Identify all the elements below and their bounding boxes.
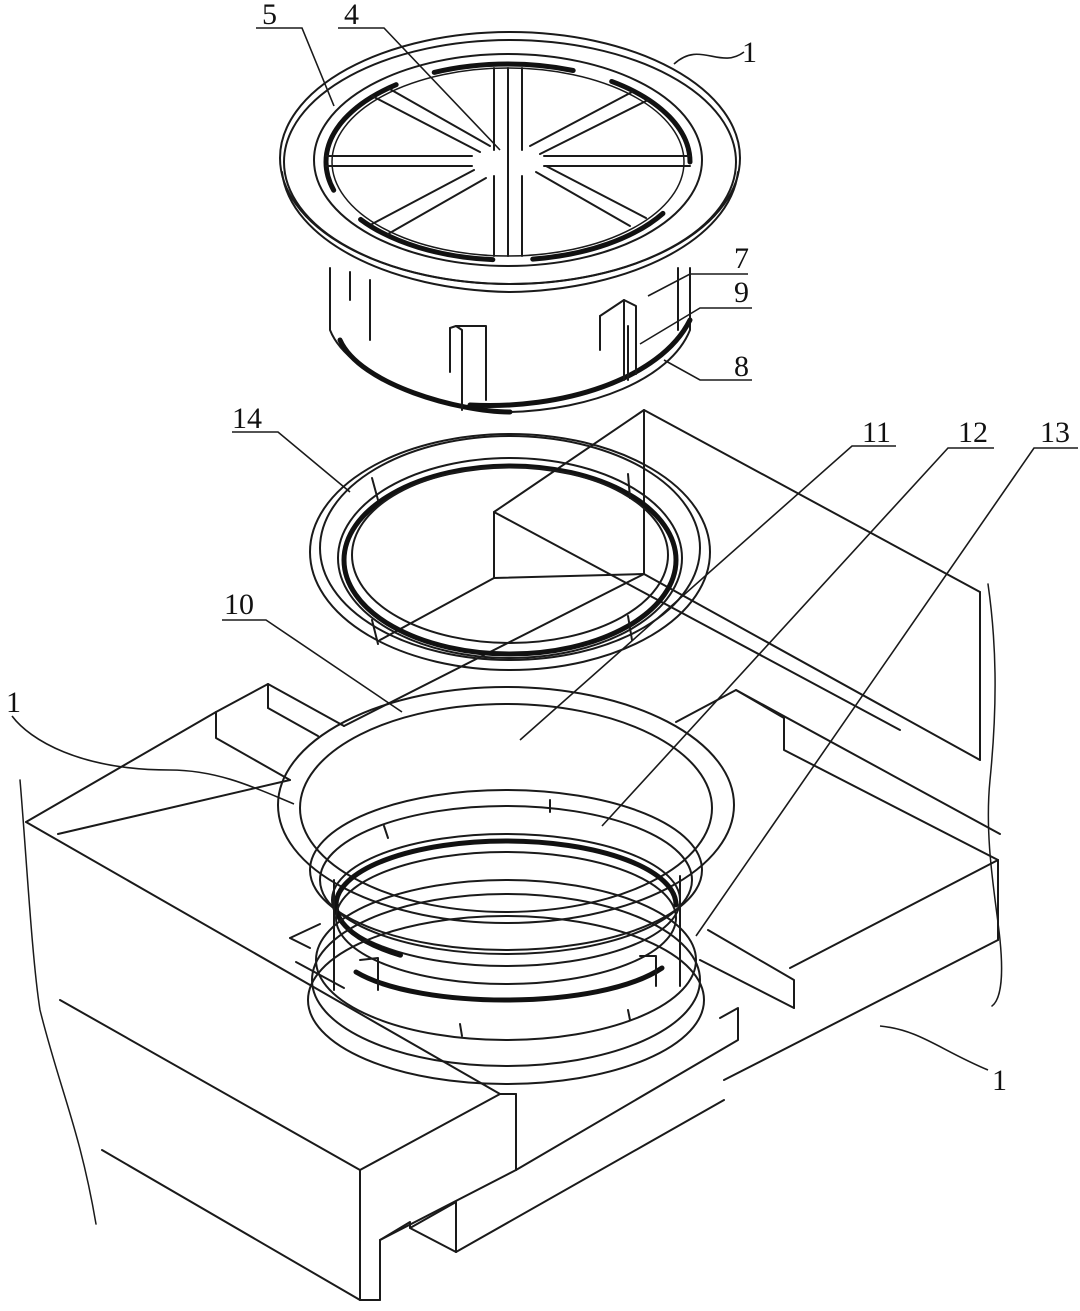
socket-rings bbox=[277, 686, 735, 1085]
label-9: 9 bbox=[734, 276, 749, 309]
label-1-cover: 1 bbox=[742, 36, 757, 69]
label-4-spokes: 4 bbox=[344, 0, 359, 31]
label-7: 7 bbox=[734, 242, 749, 275]
label-5-flange: 5 bbox=[262, 0, 277, 31]
label-13: 13 bbox=[1040, 416, 1070, 449]
plug-cover bbox=[279, 31, 741, 415]
sealing-ring bbox=[309, 433, 711, 671]
label-8: 8 bbox=[734, 350, 749, 383]
label-12: 12 bbox=[958, 416, 988, 449]
label-1-left: 1 bbox=[6, 686, 21, 719]
label-10: 10 bbox=[224, 588, 254, 621]
label-11: 11 bbox=[862, 416, 891, 449]
label-14-sealing-ring: 14 bbox=[232, 402, 262, 435]
label-1-base: 1 bbox=[992, 1064, 1007, 1097]
leader-lines bbox=[11, 27, 1078, 1071]
base-block bbox=[19, 409, 1003, 1301]
callout-labels: 1 5 4 7 9 8 14 11 12 13 10 1 1 bbox=[6, 0, 1070, 1097]
